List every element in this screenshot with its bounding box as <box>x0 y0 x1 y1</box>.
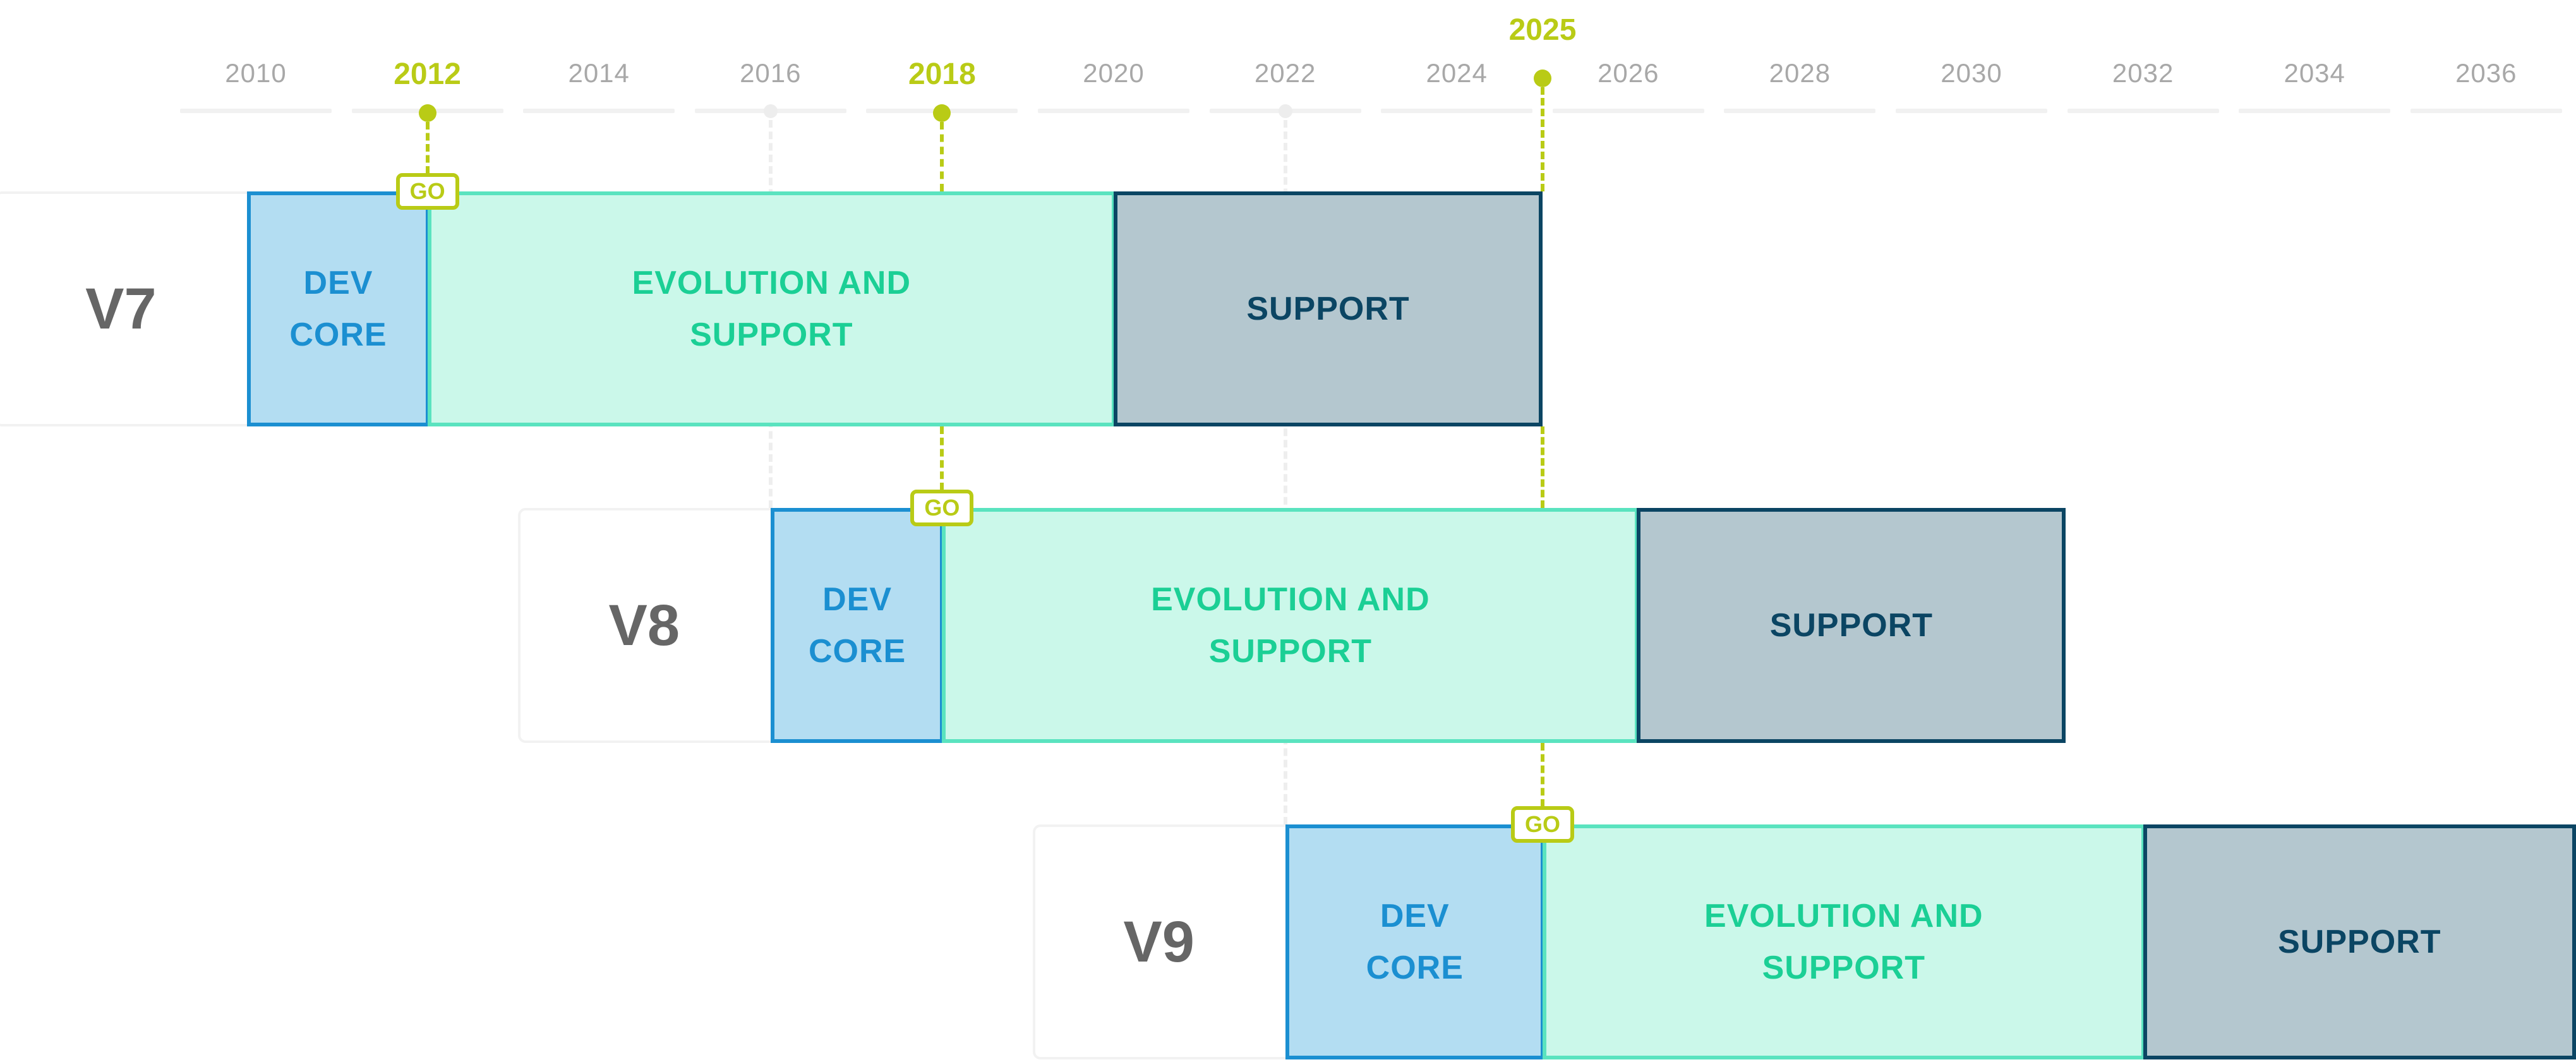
milestone-line <box>940 426 944 490</box>
phase-evolution-and-support: EVOLUTION AND SUPPORT <box>1543 824 2145 1059</box>
phase-support: SUPPORT <box>1114 191 1543 426</box>
year-label-2032: 2032 <box>2112 58 2174 88</box>
milestone-year-2018: 2018 <box>908 57 976 91</box>
phase-evolution-and-support: EVOLUTION AND SUPPORT <box>427 191 1116 426</box>
milestone-dot <box>1534 69 1551 87</box>
year-label-2024: 2024 <box>1426 58 1488 88</box>
milestone-line <box>1541 87 1544 191</box>
go-badge: GO <box>395 173 459 210</box>
year-label-2034: 2034 <box>2284 58 2345 88</box>
year-underline <box>2067 109 2219 113</box>
dev-line-2: CORE <box>808 633 906 670</box>
phase-evolution-text: EVOLUTION AND SUPPORT <box>1151 574 1430 677</box>
year-label-2020: 2020 <box>1083 58 1145 88</box>
year-underline <box>1896 109 2047 113</box>
dev-line-1: DEV <box>822 581 893 618</box>
phase-evolution-and-support: EVOLUTION AND SUPPORT <box>942 508 1639 743</box>
version-label: V9 <box>1123 909 1195 974</box>
milestone-line <box>425 122 430 174</box>
evo-line-1: EVOLUTION AND <box>1704 898 1983 934</box>
dev-line-1: DEV <box>303 265 373 301</box>
dev-line-2: CORE <box>1366 950 1464 986</box>
evo-line-2: SUPPORT <box>1762 950 1925 986</box>
milestone-year-2012: 2012 <box>394 57 461 91</box>
year-underline <box>523 109 675 113</box>
milestone-line <box>1541 743 1544 807</box>
grid-dot <box>763 104 778 118</box>
year-label-2028: 2028 <box>1769 58 1831 88</box>
evo-line-1: EVOLUTION AND <box>632 265 912 301</box>
phase-dev-core-text: DEV CORE <box>809 574 906 677</box>
year-label-2036: 2036 <box>2455 58 2517 88</box>
grid-dot <box>1278 104 1292 118</box>
milestone-dot <box>933 104 951 122</box>
milestone-year-2025: 2025 <box>1508 13 1577 47</box>
support-label: SUPPORT <box>1769 607 1934 644</box>
phase-dev-core-text: DEV CORE <box>1366 890 1464 994</box>
year-label-2014: 2014 <box>568 58 630 88</box>
year-underline <box>180 109 332 113</box>
milestone-line <box>940 122 944 191</box>
phase-dev-core-text: DEV CORE <box>289 257 387 361</box>
year-underline <box>2239 109 2391 113</box>
phase-support: SUPPORT <box>1637 508 2066 743</box>
phase-dev-core: DEV CORE <box>1285 824 1544 1059</box>
support-label: SUPPORT <box>1246 291 1410 327</box>
phase-dev-core: DEV CORE <box>770 508 944 743</box>
milestone-dot <box>418 104 436 122</box>
evo-line-1: EVOLUTION AND <box>1151 581 1430 618</box>
dev-line-2: CORE <box>289 317 387 353</box>
year-label-2026: 2026 <box>1598 58 1659 88</box>
go-badge: GO <box>910 490 974 526</box>
phase-evolution-text: EVOLUTION AND SUPPORT <box>632 257 912 361</box>
version-label: V8 <box>608 593 680 658</box>
grid-line <box>1283 120 1287 824</box>
year-underline <box>1724 109 1876 113</box>
evo-line-2: SUPPORT <box>1208 633 1373 670</box>
phase-dev-core: DEV CORE <box>247 191 430 426</box>
version-card-v8: V8 <box>517 508 783 743</box>
go-badge: GO <box>1511 806 1574 843</box>
year-underline <box>1038 109 1189 113</box>
year-underline <box>1381 109 1533 113</box>
dev-line-1: DEV <box>1380 898 1450 934</box>
phase-support: SUPPORT <box>2143 824 2576 1059</box>
version-card-v9: V9 <box>1032 824 1298 1059</box>
year-label-2030: 2030 <box>1941 58 2002 88</box>
version-card-v7: V7 <box>0 191 260 426</box>
year-underline <box>2410 109 2562 113</box>
year-label-2016: 2016 <box>740 58 802 88</box>
evo-line-2: SUPPORT <box>690 317 853 353</box>
year-label-2022: 2022 <box>1254 58 1316 88</box>
version-label: V7 <box>85 276 157 341</box>
year-label-2010: 2010 <box>225 58 287 88</box>
year-underline <box>1552 109 1704 113</box>
support-label: SUPPORT <box>2278 924 2441 960</box>
milestone-line <box>1541 426 1544 508</box>
phase-evolution-text: EVOLUTION AND SUPPORT <box>1704 890 1983 994</box>
